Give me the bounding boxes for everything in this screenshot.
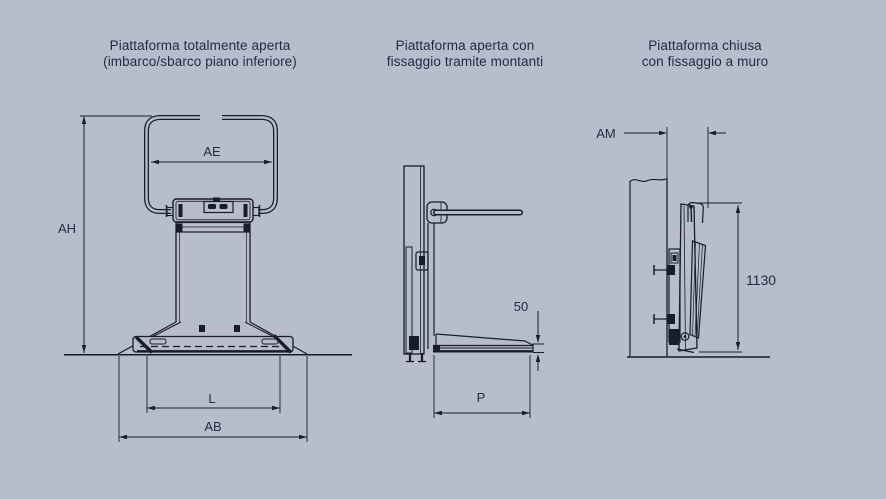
- arrow-up-icon: [81, 116, 87, 124]
- motor-box-top-tab: [213, 197, 220, 201]
- ramp-mark-left: [134, 335, 154, 354]
- wall-anchor-lower-block: [667, 314, 675, 324]
- arrow-right-icon: [522, 410, 530, 416]
- hinge-band-left-end: [176, 223, 183, 232]
- figure-open-front: AH AE: [58, 115, 352, 442]
- control-panel: [203, 200, 234, 214]
- column-foot-left: [199, 325, 205, 332]
- arrow-left-icon: [151, 159, 159, 165]
- p-label: P: [477, 390, 486, 405]
- dimension-ae: AE: [151, 144, 272, 165]
- dimension-l: L: [146, 356, 281, 413]
- arrow-right-icon: [299, 434, 307, 440]
- arrow-down-icon: [81, 345, 87, 353]
- top-bracket-pivot: [689, 205, 693, 209]
- skirt-left-inner: [149, 321, 182, 339]
- unit-bottom-block: [669, 329, 680, 345]
- bottom-roller: [680, 332, 690, 341]
- wall-break-line: [629, 178, 668, 182]
- bottom-roller-hub: [683, 335, 687, 338]
- motor-box-left-bar: [178, 204, 183, 217]
- title-open-side-line1: Piattaforma aperta con: [395, 38, 535, 53]
- l-label: L: [208, 391, 215, 406]
- column-side: [427, 223, 435, 349]
- platform-hinge-dark: [433, 345, 440, 352]
- unit-bottom-edge: [676, 348, 695, 354]
- wall-anchor-upper-block: [667, 265, 675, 275]
- mounting-post: [403, 165, 429, 363]
- right-arm-tube-inner: [222, 116, 277, 213]
- column: [175, 232, 251, 332]
- dimension-1130: 1130: [696, 202, 776, 353]
- left-arm-tube-inner: [145, 116, 200, 213]
- ramp-mark-right: [272, 334, 293, 354]
- title-open-front-line2: (imbarco/sbarco piano inferiore): [103, 54, 297, 70]
- platform-top-slope: [435, 333, 526, 342]
- hinge-block: [409, 336, 419, 350]
- title-open-side-line2: fissaggio tramite montanti: [386, 54, 544, 70]
- dimension-ab: AB: [118, 356, 308, 442]
- folded-platform-line2: [694, 243, 700, 337]
- closed-unit: [653, 201, 707, 354]
- dimension-ah: AH: [58, 115, 152, 353]
- left-arm-tube: [144, 115, 200, 214]
- unit-body-inner: [683, 205, 686, 351]
- post-bracket-block: [419, 256, 425, 265]
- column-foot-right: [234, 325, 240, 332]
- figure-closed-side: AM: [596, 126, 776, 358]
- title-closed-side-line2: con fissaggio a muro: [641, 54, 769, 70]
- dimension-50: 50: [514, 299, 544, 371]
- dim50-label: 50: [514, 299, 528, 314]
- arrow-left-icon: [147, 405, 155, 411]
- arrow-right-icon: [264, 159, 272, 165]
- ah-label: AH: [58, 221, 76, 236]
- title-open-front-line1: Piattaforma totalmente aperta: [109, 38, 291, 53]
- arrow-right-icon: [659, 130, 667, 136]
- arrow-right-icon: [272, 405, 280, 411]
- platform-tip: [524, 340, 533, 346]
- ae-label: AE: [203, 144, 221, 159]
- arm-side: [426, 201, 523, 224]
- wall: [629, 178, 668, 357]
- platform-side: [433, 333, 534, 353]
- motor-box-right-bar: [243, 204, 248, 217]
- folded-platform: [689, 240, 707, 339]
- title-closed-side: Piattaforma chiusa con fissaggio a muro: [600, 38, 810, 71]
- right-arm-tube: [222, 115, 278, 214]
- arrow-left-icon: [434, 410, 442, 416]
- platform-slot-left: [149, 338, 167, 345]
- arrow-left-icon: [708, 130, 716, 136]
- folded-platform-line3: [696, 244, 703, 338]
- motor-box: [165, 197, 261, 223]
- control-button-left: [208, 204, 216, 209]
- dim1130-label: 1130: [746, 272, 776, 288]
- arm-bars: [144, 115, 278, 214]
- arrow-up-icon: [735, 205, 741, 213]
- am-label: AM: [596, 126, 616, 141]
- ab-label: AB: [204, 419, 221, 434]
- unit-body: [678, 203, 698, 352]
- skirt-right-inner: [244, 321, 277, 339]
- title-open-side: Piattaforma aperta con fissaggio tramite…: [360, 38, 570, 71]
- fold-hinge-band: [175, 221, 251, 233]
- title-closed-side-line1: Piattaforma chiusa: [648, 38, 762, 53]
- folded-platform-line1: [692, 242, 696, 336]
- arrow-up-icon: [535, 354, 541, 362]
- arrow-left-icon: [119, 434, 127, 440]
- dimension-p: P: [433, 355, 531, 418]
- control-button-right: [219, 204, 228, 209]
- rail-box: [670, 252, 679, 264]
- motor-box-body: [172, 198, 254, 223]
- platform-front: [132, 334, 294, 354]
- hinge-band-right-end: [243, 223, 250, 232]
- rail-box-block: [672, 255, 677, 261]
- title-open-front: Piattaforma totalmente aperta (imbarco/s…: [75, 38, 325, 71]
- dimension-am: AM: [596, 126, 726, 208]
- figure-open-side: 50 P: [403, 165, 544, 418]
- arrow-down-icon: [735, 342, 741, 350]
- arrow-down-icon: [535, 335, 541, 343]
